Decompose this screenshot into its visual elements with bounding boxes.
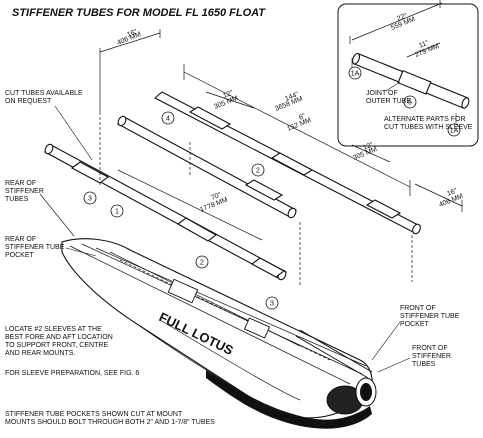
front-pocket-label-1: FRONT OF: [400, 305, 436, 312]
inset-alt-label-1: ALTERNATE PARTS FOR: [384, 116, 466, 123]
rear-tubes-label-3: TUBES: [5, 196, 29, 203]
callout-3-upper: 3: [83, 191, 97, 205]
svg-text:3: 3: [270, 301, 274, 308]
locate-label-2: BEST FORE AND AFT LOCATION: [5, 334, 113, 341]
cut-tubes-label-2: ON REQUEST: [5, 98, 52, 105]
inset-callout-1a-left: [348, 66, 362, 80]
locate-label-4: AND REAR MOUNTS.: [5, 350, 75, 357]
inset-callout-1a-right: [447, 123, 461, 137]
sleeve-prep-label: FOR SLEEVE PREPARATION, SEE FIG. 6: [5, 370, 139, 377]
front-pocket-label-2: STIFFENER TUBE: [400, 313, 460, 320]
dimension-6in-label: 6": [298, 113, 307, 122]
inset-callout-5: [403, 95, 417, 109]
front-tubes-label-2: STIFFENER: [412, 353, 451, 360]
front-tubes-label-3: TUBES: [412, 361, 436, 368]
callout-2-lower: 2: [195, 255, 209, 269]
callout-3-lower: 3: [265, 296, 279, 310]
rear-pocket-label-1: REAR OF: [5, 236, 36, 243]
inset-alt-label-2: CUT TUBES WITH SLEEVE: [384, 124, 473, 131]
dimension-16in-top: 16" 406 MM: [99, 28, 161, 112]
locate-label-3: TO SUPPORT FRONT, CENTRE: [5, 342, 108, 349]
cut-tubes-label-1: CUT TUBES AVAILABLE: [5, 90, 83, 97]
svg-text:1: 1: [115, 209, 119, 216]
inset-alternate-parts: 22" 559 MM 11" 279 MM 1A 5 1A JOINT OF O…: [337, 0, 479, 147]
dimension-144in: [183, 64, 411, 196]
inset-callout-5-label: 5: [408, 100, 412, 107]
stiffener-tube-lower: [43, 143, 288, 281]
inset-joint-label-1: JOINT OF: [366, 90, 398, 97]
inset-callout-1a-left-label: 1A: [351, 71, 360, 78]
rear-tubes-label-2: STIFFENER: [5, 188, 44, 195]
inset-callout-1a-right-label: 1A: [450, 128, 459, 135]
front-tubes-label-1: FRONT OF: [412, 345, 448, 352]
inset-dim-11in: 11": [418, 40, 430, 50]
locate-label-1: LOCATE #2 SLEEVES AT THE: [5, 326, 102, 333]
inset-tube: [352, 52, 470, 109]
stiffener-tube-middle: [116, 115, 298, 219]
dimension-12in-left: 12" 305 MM: [205, 89, 255, 111]
dimension-16in-right: 16" 406 MM: [414, 183, 464, 212]
svg-text:2: 2: [200, 260, 204, 267]
callout-4: 4: [161, 111, 175, 125]
svg-text:2: 2: [256, 168, 260, 175]
dimension-144in-label: 144": [284, 91, 300, 103]
svg-text:12": 12": [362, 141, 375, 152]
inset-joint-label-2: OUTER TUBE: [366, 98, 411, 105]
rear-pocket-label-2: STIFFENER TUBE: [5, 244, 65, 251]
bottom-note-2: MOUNTS SHOULD BOLT THROUGH BOTH 2" AND 1…: [5, 419, 215, 426]
svg-text:16": 16": [126, 28, 139, 39]
rear-tubes-label-1: REAR OF: [5, 180, 36, 187]
svg-text:70": 70": [210, 191, 223, 202]
callout-1: 1: [110, 204, 124, 218]
stiffener-tube-top: [154, 91, 421, 235]
svg-text:3: 3: [88, 196, 92, 203]
svg-text:12": 12": [222, 89, 235, 100]
front-pocket-label-3: POCKET: [400, 321, 430, 328]
float-hull: [61, 238, 377, 429]
svg-text:16": 16": [446, 187, 459, 198]
inset-dim-22in: 22": [396, 12, 409, 23]
diagram-title: STIFFENER TUBES FOR MODEL FL 1650 FLOAT: [12, 7, 266, 19]
svg-text:4: 4: [166, 116, 170, 123]
callout-2-upper: 2: [251, 163, 265, 177]
rear-pocket-label-3: POCKET: [5, 252, 35, 259]
bottom-note-1: STIFFENER TUBE POCKETS SHOWN CUT AT MOUN…: [5, 411, 183, 418]
